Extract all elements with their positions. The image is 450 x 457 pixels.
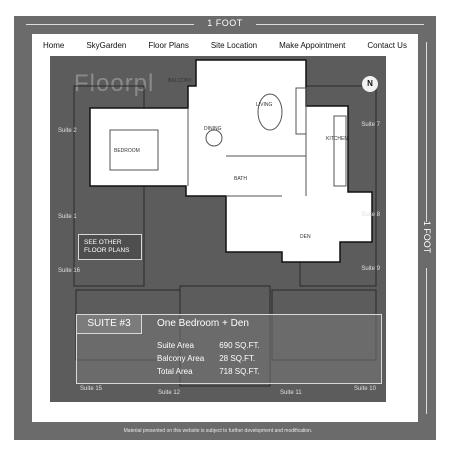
disclaimer-note: Material presented on this website is su…	[123, 428, 313, 434]
dining-table	[205, 129, 223, 147]
nav-contact-us[interactable]: Contact Us	[367, 40, 407, 50]
room-balcony: BALCONY	[168, 78, 193, 84]
suite-number-badge: SUITE #3	[77, 315, 142, 334]
balcony-area-value: 28 SQ.FT.	[219, 354, 256, 363]
suite-8-label: Suite 8	[361, 212, 380, 218]
sofa	[295, 87, 307, 135]
top-ruler-label: 1 FOOT	[207, 18, 243, 28]
total-area-label: Total Area	[157, 367, 193, 376]
room-bath: BATH	[234, 176, 247, 182]
suite-9-label: Suite 9	[361, 266, 380, 272]
main-nav: Home SkyGarden Floor Plans Site Location…	[32, 36, 418, 54]
suite-summary: SUITE #3 One Bedroom + Den Suite Area 69…	[76, 314, 382, 384]
north-compass-icon: N	[362, 76, 378, 92]
right-ruler-label: 1 FOOT	[422, 220, 432, 254]
table-row: Total Area 718 SQ.FT.	[157, 367, 260, 380]
ruler-line-right	[256, 24, 424, 25]
suite-area-label: Suite Area	[157, 341, 194, 350]
suite-area-table: Suite Area 690 SQ.FT. Balcony Area 28 SQ…	[157, 341, 260, 380]
suite-11-label: Suite 11	[280, 390, 302, 396]
nav-make-appointment[interactable]: Make Appointment	[279, 40, 346, 50]
room-dining: DINING	[204, 126, 222, 132]
suite-16-label: Suite 16	[58, 268, 81, 274]
nav-site-location[interactable]: Site Location	[210, 40, 258, 50]
ruler-line-left	[26, 24, 194, 25]
suite-10-label: Suite 10	[353, 386, 376, 392]
ruler-vline-top	[426, 42, 427, 222]
room-kitchen: KITCHEN	[326, 136, 348, 142]
coffee-table	[257, 93, 283, 131]
suite-1-label: Suite 1	[58, 214, 77, 220]
table-row: Balcony Area 28 SQ.FT.	[157, 354, 260, 367]
suite-2-label: Suite 2	[58, 128, 77, 134]
floor-plan-panel: Floorpl BALCONY LIVING DINING BE	[50, 56, 386, 402]
suite-type: One Bedroom + Den	[157, 318, 249, 329]
room-den: DEN	[300, 234, 311, 240]
plan-title: Floorpl	[74, 70, 155, 97]
suite-12-label: Suite 12	[158, 390, 181, 396]
nav-skygarden[interactable]: SkyGarden	[86, 40, 127, 50]
see-other-floor-plans-button[interactable]: SEE OTHER FLOOR PLANS	[78, 234, 142, 260]
suite-area-value: 690 SQ.FT.	[219, 341, 260, 350]
ruler-vline-bottom	[426, 268, 427, 414]
nav-home[interactable]: Home	[43, 40, 65, 50]
room-bedroom: BEDROOM	[114, 148, 140, 154]
room-living: LIVING	[256, 102, 273, 108]
balcony-area-label: Balcony Area	[157, 354, 205, 363]
suite-3-plan	[89, 59, 373, 263]
bed	[109, 129, 159, 171]
kitchen-counter	[333, 115, 347, 187]
suite-7-label: Suite 7	[361, 122, 380, 128]
table-row: Suite Area 690 SQ.FT.	[157, 341, 260, 354]
top-ruler: 1 FOOT	[14, 16, 436, 34]
total-area-value: 718 SQ.FT.	[219, 367, 260, 376]
suite-15-label: Suite 15	[80, 386, 103, 392]
right-ruler: 1 FOOT	[418, 34, 436, 422]
nav-floor-plans[interactable]: Floor Plans	[148, 40, 189, 50]
